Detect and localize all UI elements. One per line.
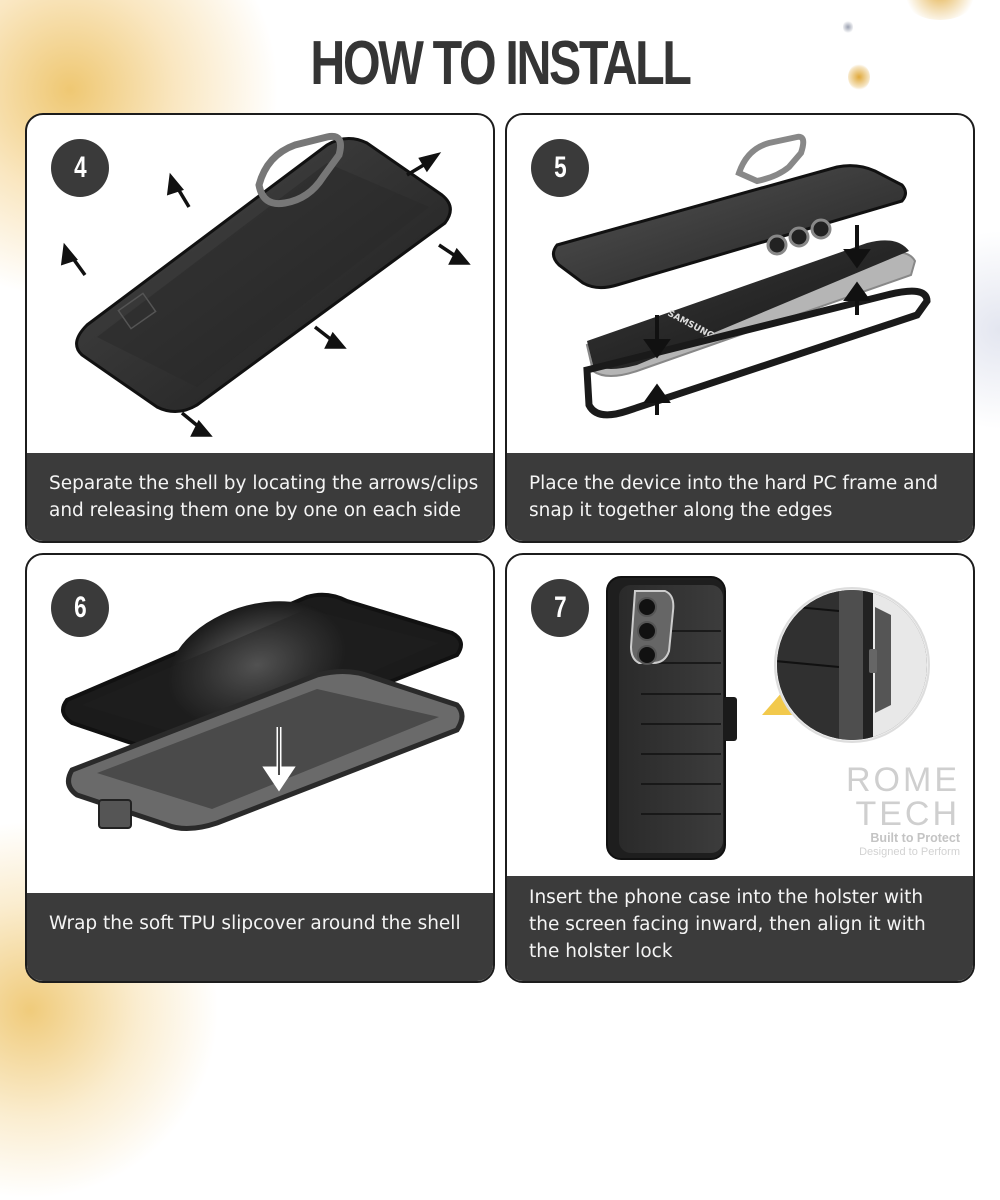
bokeh-dot-grey — [843, 20, 853, 34]
step-number-badge: 7 — [531, 579, 589, 637]
step-card-6: 6 Wrap the soft TPU slipcover around the… — [25, 553, 495, 983]
step-number: 5 — [553, 151, 567, 184]
step-number: 4 — [73, 151, 87, 184]
caption-line: and releasing them one by one on each si… — [49, 500, 462, 521]
brand-name-line2: TECH — [855, 795, 960, 833]
step-7-illustration — [507, 555, 973, 880]
step-caption: Place the device into the hard PC frame … — [507, 453, 973, 541]
step-number: 7 — [553, 591, 567, 624]
step-6-illustration — [27, 555, 493, 895]
brand-name-line1: ROME — [846, 761, 960, 799]
step-card-7: 7 ROME TECH Built to Protect Designed to… — [505, 553, 975, 983]
caption-line: Insert the phone case into the holster w… — [529, 887, 924, 908]
step-number-badge: 4 — [51, 139, 109, 197]
background-glow-top-right — [900, 0, 980, 20]
step-card-5: SAMSUNG 5 Place the device into the hard… — [505, 113, 975, 543]
caption-line: Place the device into the hard PC frame … — [529, 473, 938, 494]
step-5-illustration: SAMSUNG — [507, 115, 973, 455]
caption-line: Separate the shell by locating the arrow… — [49, 473, 479, 494]
step-caption: Insert the phone case into the holster w… — [507, 876, 973, 981]
brand-tagline: Built to Protect — [870, 831, 960, 845]
bokeh-dot-gold — [848, 64, 870, 90]
phone-holster-icon — [606, 576, 930, 860]
step-number-badge: 5 — [531, 139, 589, 197]
step-caption: Wrap the soft TPU slipcover around the s… — [27, 893, 493, 981]
step-caption: Separate the shell by locating the arrow… — [27, 453, 493, 541]
caption-line: the screen facing inward, then align it … — [529, 914, 926, 935]
step-number: 6 — [73, 591, 87, 624]
phone-shell-icon — [60, 132, 471, 437]
step-4-illustration — [27, 115, 493, 455]
caption-line: Wrap the soft TPU slipcover around the s… — [49, 913, 461, 934]
phone-slipcover-icon — [61, 592, 465, 831]
step-number-badge: 6 — [51, 579, 109, 637]
caption-line: the holster lock — [529, 941, 673, 962]
step-card-4: 4 Separate the shell by locating the arr… — [25, 113, 495, 543]
brand-logo: ROME TECH Built to Protect Designed to P… — [832, 763, 960, 859]
page-title: HOW TO INSTALL — [310, 29, 691, 98]
caption-line: snap it together along the edges — [529, 500, 833, 521]
phone-frame-icon: SAMSUNG — [552, 133, 931, 419]
brand-subtagline: Designed to Perform — [859, 846, 960, 858]
